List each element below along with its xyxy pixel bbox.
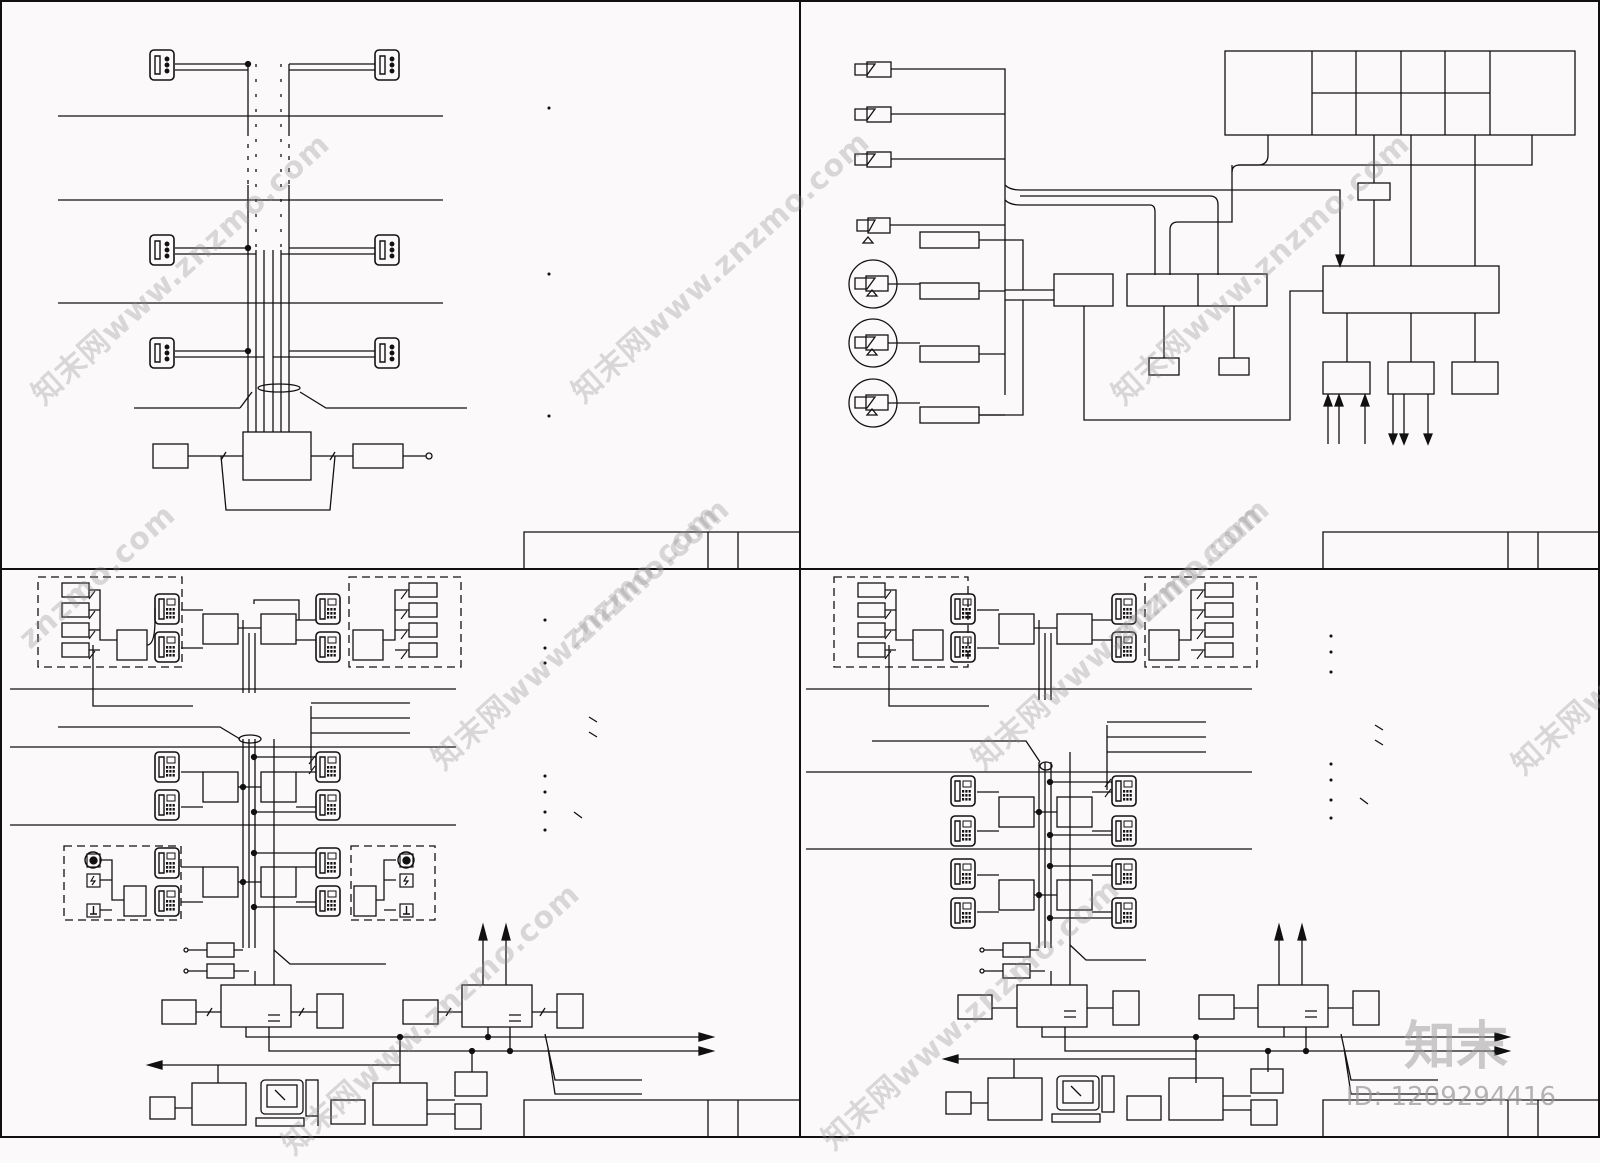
speaker-icon-group	[848, 61, 898, 428]
panel-top-right	[848, 50, 1576, 446]
door-phone-icon	[315, 789, 341, 821]
intercom-handset-icon	[149, 337, 175, 369]
door-phone-icon	[154, 885, 180, 917]
smoke-detector-ring	[397, 851, 415, 869]
door-phone-icon	[950, 858, 976, 890]
door-phone-icon	[950, 897, 976, 929]
door-phone-icon	[154, 751, 180, 783]
sheet-frames	[0, 0, 1600, 1138]
door-phone-icon	[315, 593, 341, 625]
panel-bottom-right	[806, 576, 1512, 1126]
smoke-detector-icon	[86, 853, 101, 868]
computer-icon	[1051, 1075, 1115, 1123]
temperature-icon	[399, 903, 414, 918]
alarm-icon	[399, 873, 414, 888]
door-phone-icon	[154, 789, 180, 821]
door-phone-icon	[315, 631, 341, 663]
panel-top-left	[58, 60, 551, 511]
intercom-handset-icon	[149, 234, 175, 266]
door-phone-icon	[315, 847, 341, 879]
alarm-icon	[86, 873, 101, 888]
icon-layer	[84, 49, 1204, 929]
sensor-boxes-left	[61, 582, 90, 658]
title-block-bottom-right	[1322, 1099, 1599, 1137]
door-phone-icon	[154, 847, 180, 879]
smoke-detector-ring	[84, 851, 102, 869]
panel-bottom-left	[10, 576, 716, 1130]
door-phone-icon	[1111, 775, 1137, 807]
intercom-handset-icon	[374, 337, 400, 369]
intercom-handset-icon	[374, 49, 400, 81]
title-block-top-left	[523, 531, 800, 569]
door-phone-icon	[154, 593, 180, 625]
computer-icon	[255, 1079, 319, 1127]
door-phone-icon	[1111, 815, 1137, 847]
temperature-icon	[86, 903, 101, 918]
smoke-detector-icon	[399, 853, 414, 868]
door-phone-icon	[950, 593, 976, 625]
door-phone-icon	[1111, 593, 1137, 625]
title-block-top-right	[1322, 531, 1599, 569]
door-phone-icon	[1111, 858, 1137, 890]
door-phone-icon	[315, 751, 341, 783]
door-phone-icon	[1111, 897, 1137, 929]
intercom-handset-icon	[149, 49, 175, 81]
door-phone-icon	[315, 885, 341, 917]
door-phone-icon	[1111, 631, 1137, 663]
intercom-handset-icon	[374, 234, 400, 266]
door-phone-icon	[950, 775, 976, 807]
door-phone-icon	[154, 631, 180, 663]
sensor-boxes-right	[408, 582, 438, 658]
door-phone-icon	[950, 815, 976, 847]
cad-drawing	[0, 0, 1600, 1138]
title-block-bottom-left	[523, 1099, 800, 1137]
door-phone-icon	[950, 631, 976, 663]
